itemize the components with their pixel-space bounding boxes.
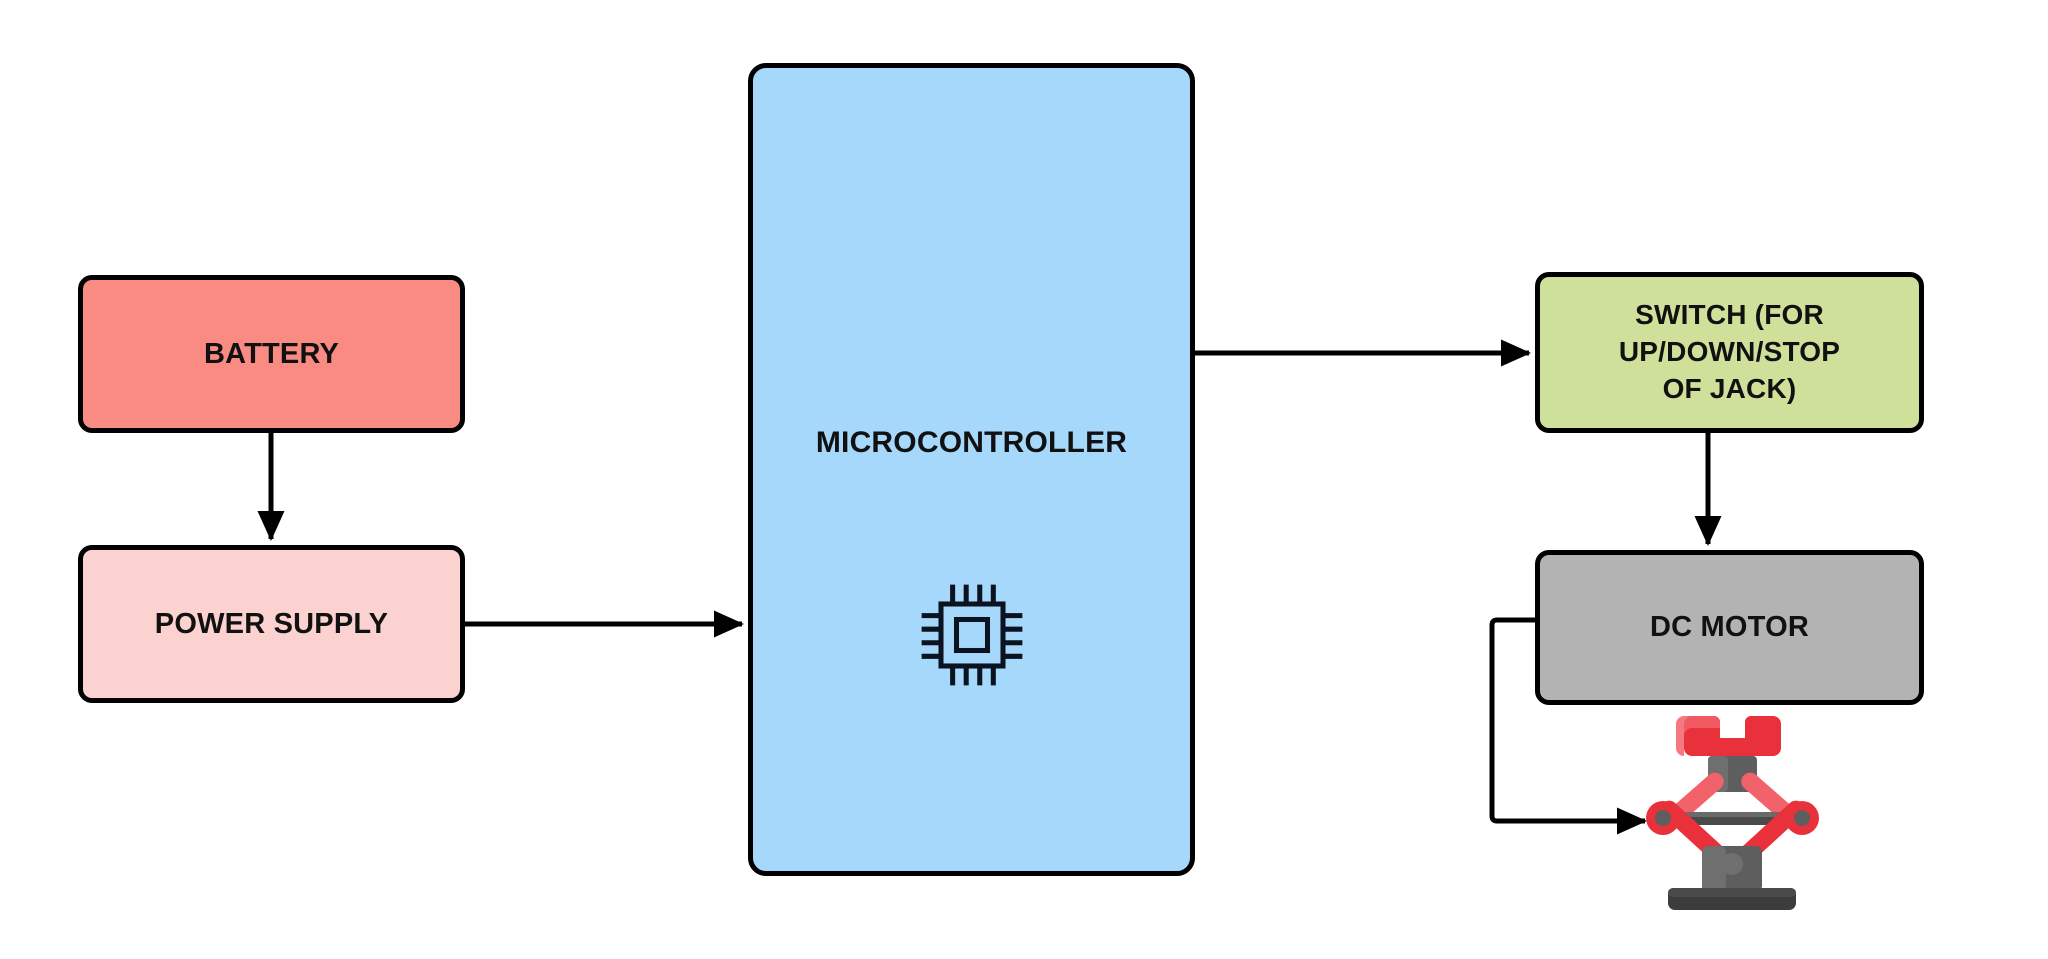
block-power-supply[interactable]: POWER SUPPLY: [78, 545, 465, 703]
block-battery-label: BATTERY: [203, 337, 340, 370]
block-battery[interactable]: BATTERY: [78, 275, 465, 433]
block-microcontroller-label: MICROCONTROLLER: [815, 426, 1128, 459]
scissor-jack-icon: [1630, 712, 1835, 920]
block-power-supply-label: POWER SUPPLY: [154, 607, 389, 640]
block-microcontroller[interactable]: MICROCONTROLLER: [748, 63, 1195, 876]
jack-lower-bolt: [1721, 853, 1743, 875]
microchip-icon: [910, 573, 1034, 702]
block-dc-motor[interactable]: DC MOTOR: [1535, 550, 1924, 705]
block-dc-motor-label: DC MOTOR: [1650, 611, 1809, 644]
